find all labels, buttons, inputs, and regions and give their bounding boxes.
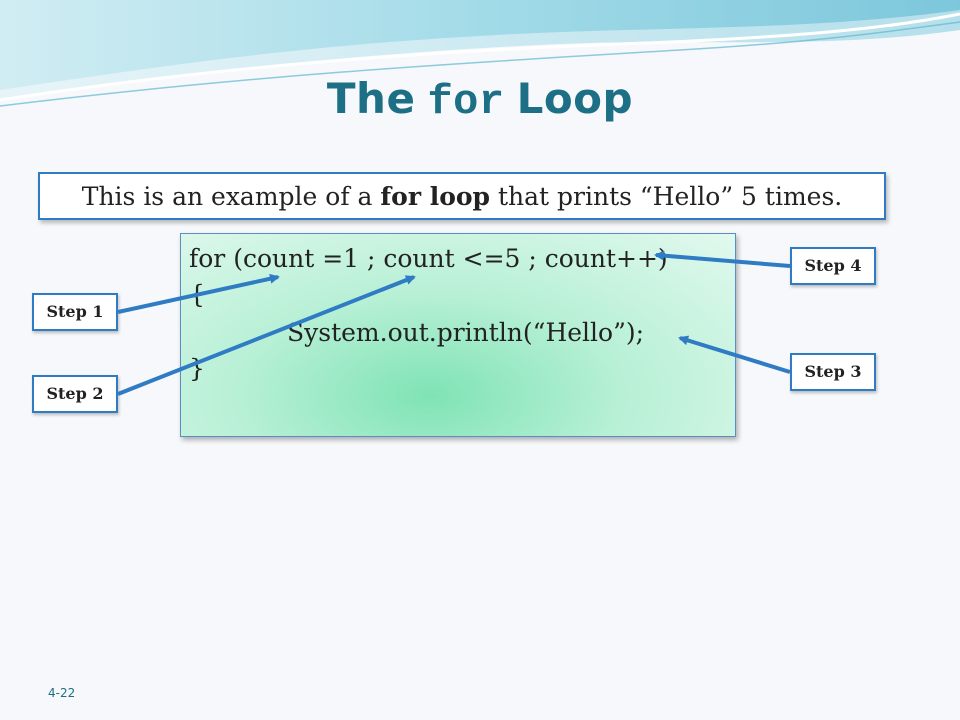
description-text-post: that prints “Hello” 5 times.	[490, 182, 843, 211]
code-line-for-header: for (count =1 ; count <=5 ; count++)	[189, 244, 668, 273]
code-line-close-brace: }	[189, 354, 205, 383]
header-wave-decoration	[0, 0, 960, 107]
step-3-label: Step 3	[790, 353, 876, 391]
description-text-bold: for loop	[380, 182, 491, 211]
step-1-label: Step 1	[32, 293, 118, 331]
title-word-the: The	[326, 74, 416, 123]
step-2-label: Step 2	[32, 375, 118, 413]
code-line-println: System.out.println(“Hello”);	[287, 318, 645, 347]
description-text-pre: This is an example of a	[81, 182, 381, 211]
code-box: for (count =1 ; count <=5 ; count++) { S…	[180, 233, 736, 437]
title-word-loop: Loop	[516, 74, 634, 123]
title-code-for: for	[427, 78, 505, 126]
description-box: This is an example of a for loop that pr…	[38, 172, 886, 220]
step-4-label: Step 4	[790, 247, 876, 285]
page-number: 4-22	[48, 686, 76, 700]
code-line-open-brace: {	[189, 280, 205, 309]
